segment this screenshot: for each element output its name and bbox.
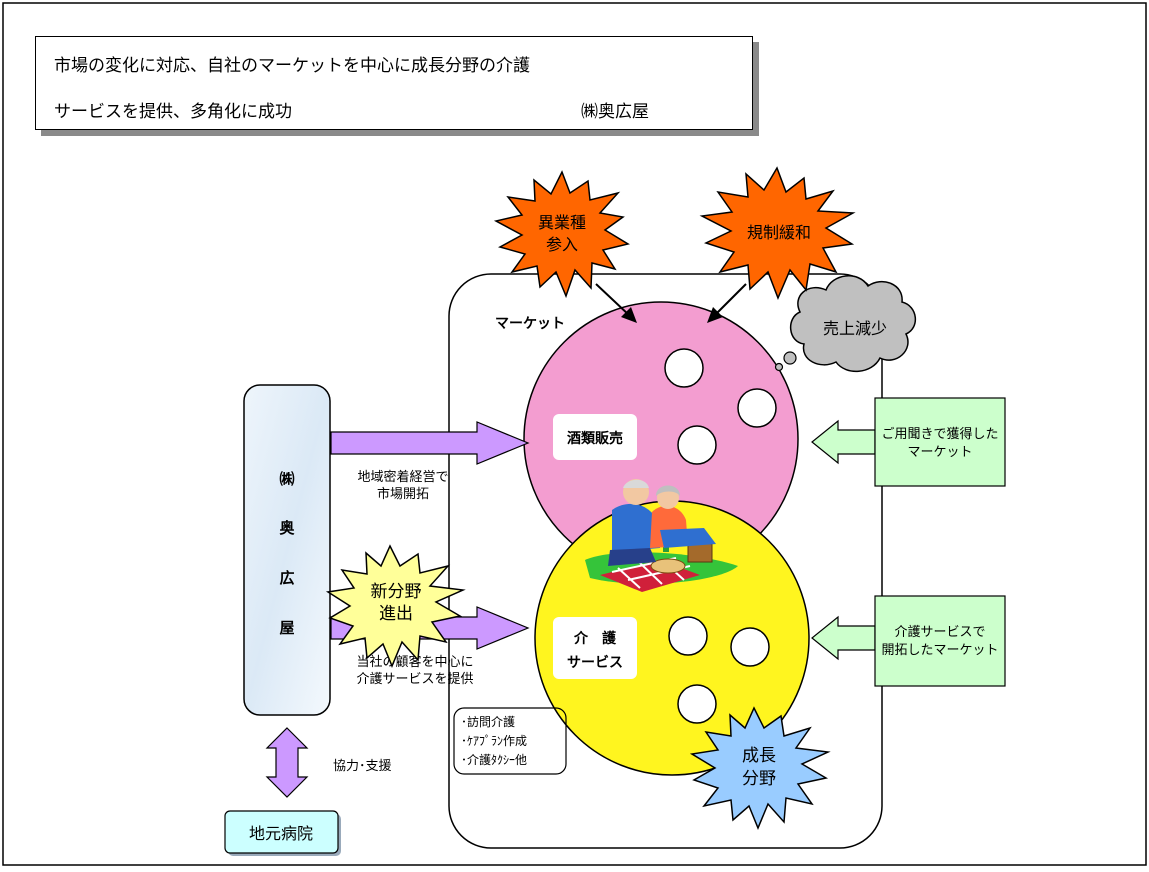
market-development-arrow xyxy=(330,421,530,465)
services-list-bracket xyxy=(453,707,567,775)
customer-dot xyxy=(664,348,704,388)
order-taking-market-line1: ご用聞きで獲得した xyxy=(881,426,998,442)
deregulation-pressure-arrow xyxy=(713,283,747,317)
title-line2: サービスを提供、多角化に成功 xyxy=(54,102,292,122)
market-label: マーケット xyxy=(495,316,565,332)
care-service-line2: 介護サービスを提供 xyxy=(356,671,473,687)
growth-field-burst xyxy=(689,706,831,830)
company-pillar-char4: 屋 xyxy=(279,619,294,637)
customer-dot xyxy=(730,627,770,667)
company-pillar-char1: ㈱ xyxy=(279,470,294,488)
deregulation-burst xyxy=(699,166,856,300)
entry-pressure-arrowhead xyxy=(621,307,637,323)
title-box: 市場の変化に対応、自社のマーケットを中心に成長分野の介護 サービスを提供、多角化… xyxy=(35,36,753,130)
customer-dot xyxy=(668,616,708,656)
new-field-line2: 進出 xyxy=(379,604,413,624)
market-development-line2: 市場開拓 xyxy=(377,486,429,502)
title-line1: 市場の変化に対応、自社のマーケットを中心に成長分野の介護 xyxy=(54,56,530,76)
care-service-line1: 当社の顧客を中心に xyxy=(356,654,473,670)
cooperation-arrow xyxy=(265,727,309,798)
elderly-couple-picnic-illustration xyxy=(585,479,738,592)
growth-field-line2: 分野 xyxy=(742,769,776,789)
sales-decline-cloud xyxy=(774,275,916,372)
services-item: ･ｹｱﾌﾟﾗﾝ作成 xyxy=(461,734,527,748)
order-taking-market-line2: マーケット xyxy=(907,445,972,460)
new-field-burst xyxy=(325,544,466,668)
hospital-box xyxy=(224,810,339,854)
sales-decline-label: 売上減少 xyxy=(823,319,887,338)
customer-dot xyxy=(677,684,717,724)
customer-dot xyxy=(677,425,717,465)
company-name: ㈱奥広屋 xyxy=(581,102,649,122)
care-service-market-callout xyxy=(811,595,1006,687)
company-pillar-char3: 広 xyxy=(279,569,294,587)
liquor-label-box xyxy=(553,414,637,460)
care-label-line1: 介 護 xyxy=(573,630,617,647)
company-pillar-char2: 奥 xyxy=(279,519,295,537)
care-service-market-line1: 介護サービスで xyxy=(894,624,985,640)
entry-pressure-arrow xyxy=(595,283,631,317)
care-label-box xyxy=(553,617,637,679)
cooperation-label: 協力･支援 xyxy=(333,759,392,774)
growth-field-line1: 成長 xyxy=(742,746,776,766)
care-service-market-line2: 開拓したマーケット xyxy=(881,643,998,658)
care-label-line2: サービス xyxy=(567,655,623,671)
deregulation-pressure-arrowhead xyxy=(707,307,723,323)
services-item: ･訪問介護 xyxy=(461,714,515,729)
hospital-label: 地元病院 xyxy=(249,824,313,843)
order-taking-market-callout xyxy=(811,397,1006,487)
liquor-label: 酒類販売 xyxy=(567,430,623,447)
market-development-line1: 地域密着経営で xyxy=(357,469,448,485)
deregulation-label: 規制緩和 xyxy=(747,223,811,242)
company-pillar xyxy=(243,384,331,716)
new-field-line1: 新分野 xyxy=(371,582,422,602)
new-entrant-line1: 異業種 xyxy=(538,213,586,232)
new-entrant-line2: 参入 xyxy=(546,235,578,254)
customer-dot xyxy=(737,388,777,428)
services-item: ･介護ﾀｸｼｰ他 xyxy=(461,752,527,767)
new-entrant-burst xyxy=(493,170,630,299)
